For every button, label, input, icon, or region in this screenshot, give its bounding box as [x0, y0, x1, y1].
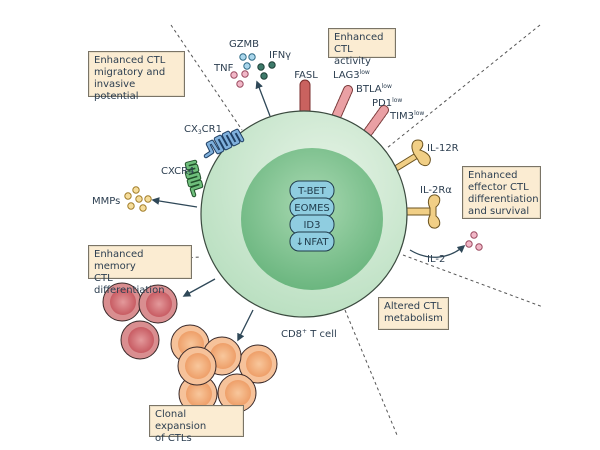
secretion-arrow [255, 80, 271, 117]
tf-tbet: T-BET [289, 180, 335, 201]
tf-eomes: EOMES [289, 197, 335, 218]
tf-id3: ID3 [289, 214, 335, 235]
il2-arrow [409, 244, 466, 258]
cx3cr1-label: CX3CR1 [184, 124, 222, 136]
tf-eomes-label: EOMES [294, 203, 329, 214]
expansion-cell [177, 346, 217, 386]
gzmb-dot [248, 53, 256, 61]
memory-arrow [182, 278, 216, 297]
lag3-label: LAG3low [333, 69, 370, 81]
cxcr4-label: CXCR4 [161, 166, 194, 177]
box-clonal: Clonal expansion of CTLs [149, 405, 244, 444]
memory-cell [120, 320, 160, 360]
expansion-cells [170, 324, 278, 414]
tf-nfat: ↓NFAT [289, 231, 335, 252]
expansion-cell [238, 344, 278, 384]
cxcr4-receptor [184, 159, 204, 198]
il2ra-label: IL-2Rα [420, 185, 452, 196]
divider-lower-right [402, 254, 544, 308]
gzmb-dot [239, 53, 247, 61]
mmp-arrow [151, 197, 198, 208]
il12r-label: IL-12R [427, 143, 459, 154]
box-migratory: Enhanced CTL migratory and invasive pote… [88, 51, 185, 102]
ifng-dot [260, 72, 268, 80]
tim3-label: TIM3low [389, 110, 424, 122]
il2-label: IL-2 [427, 254, 445, 265]
box-memory: Enhanced memory CTL differentiation [88, 245, 192, 296]
memory-cell [138, 284, 178, 324]
memory-cell [102, 282, 142, 322]
mmps-label: MMPs [92, 196, 120, 207]
clonal-arrow [237, 309, 254, 342]
tf-tbet-label: T-BET [297, 186, 327, 197]
box-effector: Enhanced effector CTL differentiation an… [462, 166, 541, 219]
box-metabolism: Altered CTL metabolism [378, 297, 449, 330]
expansion-cell [178, 374, 218, 414]
pd1-label: PD1low [372, 97, 402, 109]
fasl-label: FASL [294, 70, 318, 81]
btla-label: BTLAlow [356, 83, 392, 95]
tnf-dot [236, 80, 244, 88]
transcription-factor-stack: T-BET EOMES ID3 ↓NFAT [289, 180, 335, 252]
tf-nfat-label: ↓NFAT [296, 237, 330, 248]
il2-dots [465, 231, 483, 251]
mmp-dots [124, 186, 152, 212]
ifng-label: IFNγ [269, 50, 291, 61]
cell-label: CD8+ T cell [281, 328, 337, 340]
tnf-dot [241, 70, 249, 78]
cx3cr1-receptor [203, 128, 245, 159]
ifng-dot [257, 63, 265, 71]
tnf-label: TNF [213, 63, 234, 74]
expansion-cell [217, 373, 257, 413]
gzmb-label: GZMB [229, 39, 259, 50]
ifng-dot [268, 61, 276, 69]
tnf-dot [230, 71, 238, 79]
tf-id3-label: ID3 [303, 220, 320, 231]
divider-upper-right [386, 24, 541, 149]
gzmb-dot [243, 62, 251, 70]
box-activity: Enhanced CTL activity [328, 28, 396, 67]
cytokine-dots [230, 53, 276, 88]
memory-cells [102, 282, 178, 360]
divider-bottom [344, 309, 398, 436]
